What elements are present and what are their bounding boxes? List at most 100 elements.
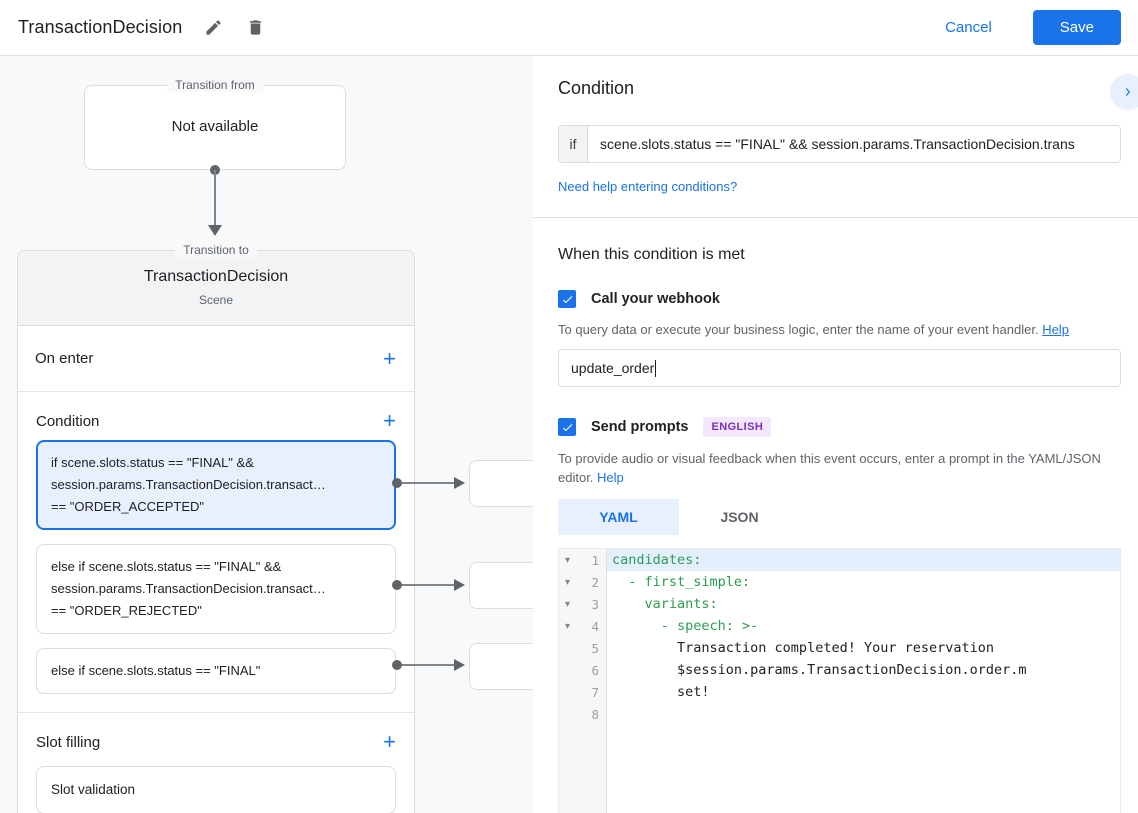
condition-if-row: if scene.slots.status == "FINAL" && sess… — [558, 125, 1121, 163]
condition-editor-section: Condition if scene.slots.status == "FINA… — [533, 56, 1138, 218]
when-met-section: When this condition is met Call your web… — [533, 218, 1138, 813]
card1-arrowhead-icon — [454, 477, 465, 489]
card2-connector-dot — [392, 580, 402, 590]
add-on-enter-button[interactable]: + — [383, 345, 396, 371]
code-line[interactable]: set! — [612, 684, 710, 700]
condition-card-line: session.params.TransactionDecision.trans… — [51, 581, 326, 596]
prompts-help-link[interactable]: Help — [597, 470, 624, 485]
fold-arrow-icon[interactable]: ▾ — [564, 620, 571, 632]
line-number: 7 — [591, 684, 599, 700]
gutter-row: ▾1 — [559, 549, 606, 571]
editor-tabs: YAML JSON — [558, 499, 1121, 535]
condition-card[interactable]: else if scene.slots.status == "FINAL" &&… — [36, 544, 396, 634]
webhook-row: Call your webhook — [558, 290, 1121, 308]
line-number: 3 — [591, 596, 599, 612]
gutter-row: ▾4 — [559, 615, 606, 637]
fold-arrow-icon[interactable]: ▾ — [564, 576, 571, 588]
page-title: TransactionDecision — [18, 17, 183, 37]
tab-yaml[interactable]: YAML — [558, 499, 679, 535]
event-handler-input[interactable]: update_order — [558, 349, 1121, 387]
code-line[interactable]: - first_simple: — [612, 574, 751, 590]
webhook-checkbox[interactable] — [558, 290, 576, 308]
condition-card-line: == "ORDER_ACCEPTED" — [51, 499, 204, 514]
tab-json[interactable]: JSON — [720, 509, 759, 525]
card1-connector-dot — [392, 478, 402, 488]
delete-icon[interactable] — [246, 18, 266, 38]
code-line[interactable] — [607, 703, 1120, 725]
condition-help-link[interactable]: Need help entering conditions? — [558, 179, 738, 194]
line-number: 5 — [591, 640, 599, 656]
on-enter-section: On enter + — [18, 326, 414, 392]
editor-code[interactable]: candidates: - first_simple: variants: - … — [607, 549, 1120, 813]
condition-card-line: if scene.slots.status == "FINAL" && — [51, 455, 254, 470]
slot-validation-card[interactable]: Slot validation — [36, 766, 396, 813]
condition-cards: if scene.slots.status == "FINAL" && sessi… — [36, 440, 396, 694]
card2-connector-line — [402, 584, 455, 586]
line-number: 4 — [591, 618, 599, 634]
card3-target-box[interactable] — [469, 643, 533, 690]
add-slot-button[interactable]: + — [383, 729, 396, 754]
connector-arrowhead-icon — [208, 225, 222, 236]
card1-connector-line — [402, 482, 455, 484]
text-cursor — [655, 359, 657, 377]
code-line[interactable]: candidates: — [607, 549, 1120, 571]
gutter-row: 7 — [559, 681, 606, 703]
code-line[interactable]: variants: — [612, 596, 718, 612]
cancel-button[interactable]: Cancel — [945, 19, 992, 36]
transition-from-legend: Transition from — [167, 78, 263, 92]
scene-name: TransactionDecision — [143, 268, 289, 285]
slot-filling-section: Slot filling + Slot validation — [18, 713, 414, 813]
card1-target-box[interactable] — [469, 460, 533, 507]
gutter-row: ▾3 — [559, 593, 606, 615]
condition-card[interactable]: else if scene.slots.status == "FINAL" — [36, 648, 396, 694]
transition-from-box: Transition from Not available — [84, 78, 346, 170]
send-prompts-row: Send prompts ENGLISH — [558, 417, 1121, 437]
gutter-row: 8 — [559, 703, 606, 725]
checkmark-icon — [562, 423, 572, 431]
transition-from-content: Not available — [171, 117, 259, 135]
fold-arrow-icon[interactable]: ▾ — [564, 554, 571, 566]
code-line[interactable]: Transaction completed! Your reservation — [612, 640, 995, 656]
connector-line — [214, 170, 216, 226]
webhook-help-link[interactable]: Help — [1042, 322, 1069, 337]
top-bar: TransactionDecision Cancel Save — [0, 0, 1138, 56]
code-line[interactable]: - speech: >- — [612, 618, 759, 634]
gutter-row: 5 — [559, 637, 606, 659]
prompts-description: To provide audio or visual feedback when… — [558, 451, 1101, 485]
language-badge: ENGLISH — [703, 417, 772, 437]
card2-arrowhead-icon — [454, 579, 465, 591]
line-number: 8 — [591, 706, 599, 722]
card2-target-box[interactable] — [469, 562, 533, 609]
condition-card-line: else if scene.slots.status == "FINAL" — [51, 663, 261, 678]
add-condition-button[interactable]: + — [383, 408, 396, 433]
condition-section: Condition + if scene.slots.status == "FI… — [18, 392, 414, 713]
fold-arrow-icon[interactable]: ▾ — [564, 598, 571, 610]
scene-type: Scene — [198, 293, 234, 307]
gutter-row: ▾2 — [559, 571, 606, 593]
detail-panel: Condition if scene.slots.status == "FINA… — [533, 56, 1138, 813]
webhook-description: To query data or execute your business l… — [558, 322, 1069, 337]
collapse-panel-button[interactable] — [1110, 74, 1138, 110]
scene-canvas: Transition from Not available Transition… — [0, 56, 533, 813]
gutter-row: 6 — [559, 659, 606, 681]
code-line[interactable]: $session.params.TransactionDecision.orde… — [612, 662, 1027, 678]
save-button[interactable]: Save — [1032, 10, 1121, 45]
card3-connector-line — [402, 664, 455, 666]
send-prompts-checkbox[interactable] — [558, 418, 576, 436]
when-met-title: When this condition is met — [558, 246, 745, 263]
condition-section-label: Condition — [36, 412, 100, 430]
condition-card-line: == "ORDER_REJECTED" — [51, 603, 202, 618]
scene-header[interactable]: TransactionDecision Scene — [18, 251, 414, 326]
condition-card[interactable]: if scene.slots.status == "FINAL" && sessi… — [36, 440, 396, 530]
on-enter-label: On enter — [35, 350, 94, 367]
card3-connector-dot — [392, 660, 402, 670]
condition-card-line: session.params.TransactionDecision.trans… — [51, 477, 326, 492]
edit-icon[interactable] — [204, 18, 224, 38]
condition-expression-input[interactable]: scene.slots.status == "FINAL" && session… — [600, 136, 1075, 152]
condition-panel-title: Condition — [558, 78, 635, 98]
line-number: 1 — [591, 552, 599, 568]
chevron-right-icon — [1125, 88, 1131, 96]
